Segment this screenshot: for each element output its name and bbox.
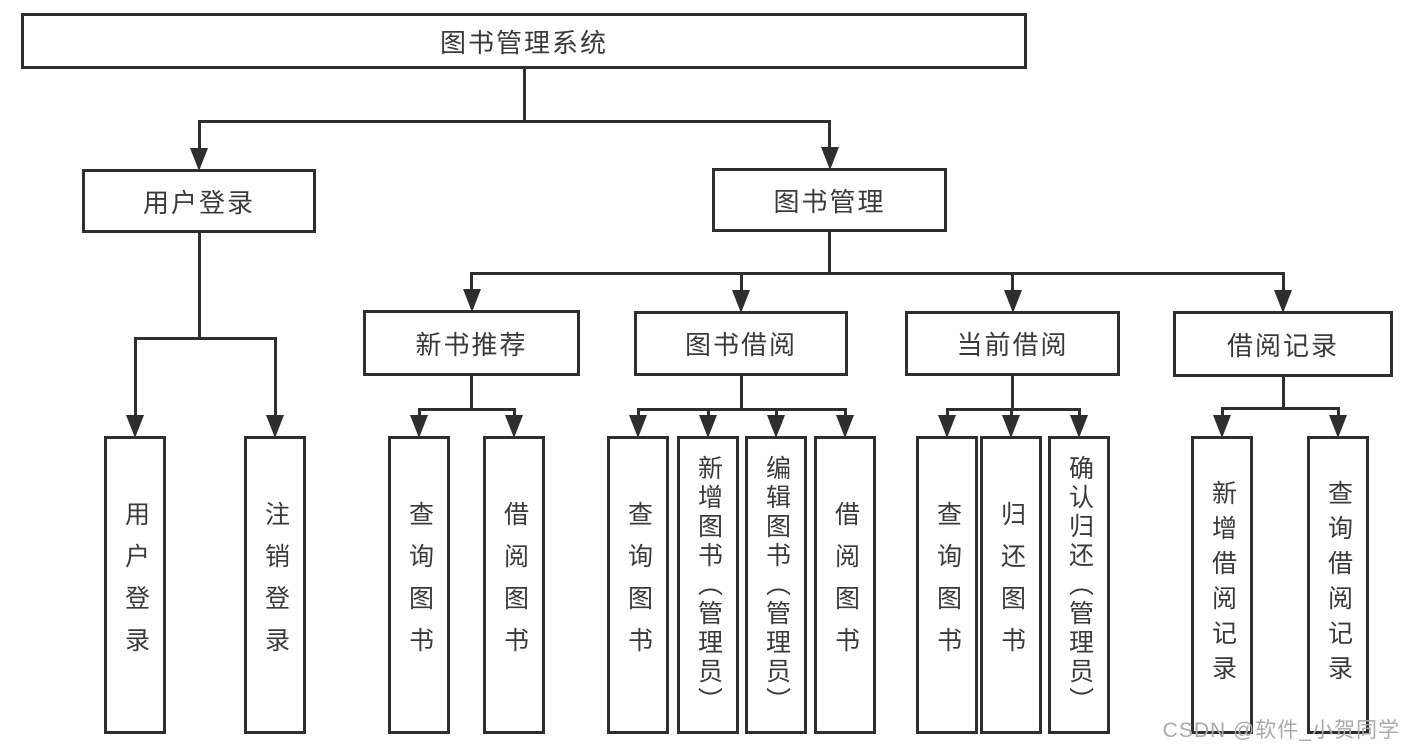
down-arrowhead-icon — [1070, 415, 1088, 438]
leaf-borrow-books-recommend-label: 借阅图书 — [500, 501, 529, 669]
connector-bar — [636, 408, 847, 411]
connector-drop — [828, 120, 831, 156]
book-borrowing-label: 图书借阅 — [684, 330, 797, 360]
connector-stem — [197, 233, 201, 340]
watermark: CSDN @软件_小贺同学 — [1162, 719, 1400, 742]
down-arrowhead-icon — [836, 415, 854, 438]
down-arrowhead-icon — [266, 415, 284, 438]
connector-stem — [1281, 377, 1285, 410]
down-arrowhead-icon — [1003, 290, 1022, 313]
connector-drop — [197, 120, 201, 157]
leaf-add-books-admin: 新增图书（管理员） — [677, 436, 739, 734]
book-management-branch: 图书管理 — [712, 168, 947, 232]
connector-drop — [739, 272, 743, 299]
down-arrowhead-icon — [126, 415, 144, 438]
leaf-add-books-admin-label: 新增图书（管理员） — [694, 454, 723, 716]
down-arrowhead-icon — [699, 415, 717, 438]
leaf-user-login-label: 用户登录 — [121, 501, 150, 669]
connector-bar — [1220, 407, 1340, 410]
connector-drop — [1011, 272, 1014, 299]
leaf-query-books-recommend-label: 查询图书 — [405, 501, 434, 669]
leaf-edit-books-admin: 编辑图书（管理员） — [745, 436, 807, 734]
down-arrowhead-icon — [462, 289, 481, 312]
connector-bar — [945, 408, 1081, 411]
connector-bar — [470, 272, 1285, 275]
borrowing-records: 借阅记录 — [1173, 311, 1393, 377]
leaf-return-books: 归还图书 — [980, 436, 1042, 734]
leaf-user-login: 用户登录 — [104, 436, 166, 734]
leaf-logout: 注销登录 — [244, 436, 306, 734]
book-management-branch-label: 图书管理 — [773, 186, 886, 217]
leaf-borrow-books-borrowing: 借阅图书 — [814, 436, 876, 734]
system-root-label: 图书管理系统 — [439, 27, 608, 58]
leaf-query-books-current: 查询图书 — [916, 436, 978, 734]
system-root: 图书管理系统 — [21, 13, 1027, 69]
connector-bar — [417, 408, 516, 411]
current-borrowing-label: 当前借阅 — [956, 330, 1069, 360]
down-arrowhead-icon — [938, 415, 956, 438]
connector-drop — [273, 337, 277, 424]
down-arrowhead-icon — [505, 415, 523, 438]
leaf-return-books-label: 归还图书 — [997, 501, 1026, 669]
leaf-query-books-recommend: 查询图书 — [388, 436, 450, 734]
down-arrowhead-icon — [190, 148, 208, 171]
leaf-add-borrow-record-label: 新增借阅记录 — [1208, 480, 1237, 690]
down-arrowhead-icon — [1329, 415, 1347, 438]
leaf-query-books-current-label: 查询图书 — [933, 501, 962, 669]
leaf-query-books-borrowing-label: 查询图书 — [624, 501, 653, 669]
connector-bar — [197, 120, 831, 123]
leaf-add-borrow-record: 新增借阅记录 — [1191, 436, 1253, 734]
down-arrowhead-icon — [1002, 415, 1020, 438]
connector-stem — [739, 376, 743, 411]
leaf-confirm-return-admin: 确认归还（管理员） — [1048, 436, 1110, 734]
down-arrowhead-icon — [767, 415, 785, 438]
leaf-borrow-books-borrowing-label: 借阅图书 — [831, 501, 860, 669]
borrowing-records-label: 借阅记录 — [1226, 330, 1339, 361]
current-borrowing: 当前借阅 — [905, 311, 1120, 376]
leaf-logout-label: 注销登录 — [261, 501, 290, 669]
new-book-recommend-label: 新书推荐 — [415, 329, 528, 360]
leaf-query-borrow-record: 查询借阅记录 — [1307, 436, 1369, 734]
leaf-borrow-books-recommend: 借阅图书 — [483, 436, 545, 734]
leaf-edit-books-admin-label: 编辑图书（管理员） — [762, 454, 791, 716]
connector-bar — [133, 337, 277, 340]
user-login-branch: 用户登录 — [82, 169, 316, 233]
leaf-confirm-return-admin-label: 确认归还（管理员） — [1065, 454, 1094, 716]
down-arrowhead-icon — [1274, 290, 1292, 313]
down-arrowhead-icon — [732, 290, 750, 313]
connector-drop — [1281, 272, 1285, 299]
user-login-branch-label: 用户登录 — [142, 187, 255, 218]
connector-drop — [133, 337, 137, 424]
connector-stem — [522, 69, 526, 123]
connector-drop — [470, 272, 473, 298]
connector-stem — [470, 376, 473, 411]
down-arrowhead-icon — [629, 415, 647, 438]
new-book-recommend: 新书推荐 — [363, 310, 580, 376]
connector-stem — [828, 232, 831, 275]
book-borrowing: 图书借阅 — [634, 311, 848, 376]
down-arrowhead-icon — [410, 415, 428, 438]
leaf-query-books-borrowing: 查询图书 — [607, 436, 669, 734]
connector-stem — [1011, 376, 1014, 411]
down-arrowhead-icon — [1213, 415, 1231, 438]
leaf-query-borrow-record-label: 查询借阅记录 — [1324, 480, 1353, 690]
down-arrowhead-icon — [820, 147, 839, 170]
